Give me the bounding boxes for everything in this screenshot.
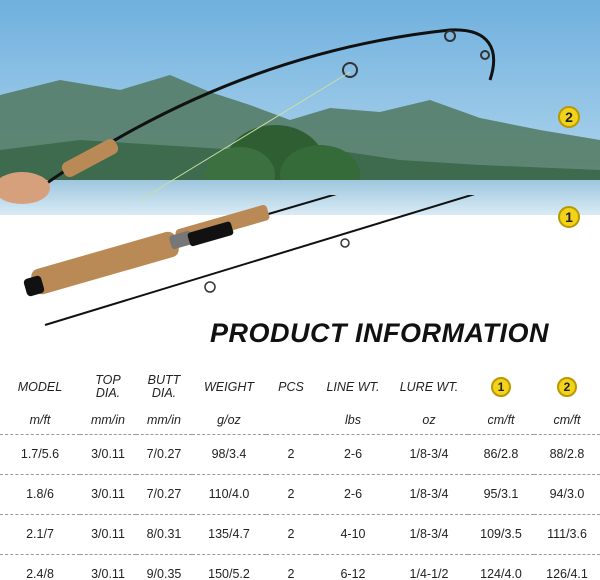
table-cell: 2.1/7 bbox=[0, 514, 80, 555]
table-cell: 4-10 bbox=[316, 514, 390, 555]
table-cell: 3/0.11 bbox=[80, 514, 136, 555]
table-cell: 135/4.7 bbox=[192, 514, 266, 555]
table-cell: 88/2.8 bbox=[534, 434, 600, 475]
table-cell: 1/8-3/4 bbox=[390, 514, 468, 555]
column-unit: cm/ft bbox=[468, 406, 534, 435]
column-unit: mm/in bbox=[136, 406, 192, 435]
column-unit: mm/in bbox=[80, 406, 136, 435]
table-cell: 110/4.0 bbox=[192, 474, 266, 515]
column-header: LINE WT. bbox=[326, 379, 380, 394]
column-header: 2 bbox=[534, 368, 600, 406]
table-cell: 2-6 bbox=[316, 474, 390, 515]
table-cell: 2.4/8 bbox=[26, 567, 54, 580]
column-unit: g/oz bbox=[192, 406, 266, 435]
table-cell: 1/8-3/4 bbox=[390, 474, 468, 515]
table-cell: 1/8-3/4 bbox=[390, 434, 468, 475]
table-cell: 2 bbox=[266, 474, 316, 515]
table-cell: 1/4-1/2 bbox=[409, 567, 449, 580]
product-information-title: PRODUCT INFORMATION bbox=[210, 318, 549, 348]
section-badge-icon: 2 bbox=[557, 377, 577, 397]
table-cell: 2-6 bbox=[316, 434, 390, 475]
table-cell: 94/3.0 bbox=[534, 474, 600, 515]
table-cell: 150/5.2 bbox=[208, 567, 250, 580]
table-cell: 2 bbox=[266, 434, 316, 475]
column-header: 1 bbox=[468, 368, 534, 406]
fishing-scene-image bbox=[0, 0, 600, 215]
column-header: MODEL bbox=[17, 379, 63, 394]
column-unit: m/ft bbox=[0, 406, 80, 435]
table-cell: 7/0.27 bbox=[136, 474, 192, 515]
rod-section-badge-1: 1 bbox=[558, 206, 580, 228]
table-cell: 2 bbox=[266, 514, 316, 555]
column-header: WEIGHT bbox=[204, 379, 254, 394]
table-cell: 3/0.11 bbox=[80, 474, 136, 515]
table-cell: 111/3.6 bbox=[534, 514, 600, 555]
table-cell: 2 bbox=[287, 567, 295, 580]
table-cell: 7/0.27 bbox=[136, 434, 192, 475]
table-row: 2.4/8 3/0.11 9/0.35 150/5.2 2 6-12 1/4-1/2 124/… bbox=[0, 554, 600, 580]
table-cell: 86/2.8 bbox=[468, 434, 534, 475]
table-cell: 8/0.31 bbox=[136, 514, 192, 555]
table-cell: 95/3.1 bbox=[468, 474, 534, 515]
column-unit bbox=[266, 406, 316, 435]
table-cell: 124/4.0 bbox=[480, 567, 522, 580]
table-cell: 1.7/5.6 bbox=[0, 434, 80, 475]
table-cell: 3/0.11 bbox=[91, 567, 125, 580]
column-unit: oz bbox=[390, 406, 468, 435]
column-unit: cm/ft bbox=[534, 406, 600, 435]
table-cell: 3/0.11 bbox=[80, 434, 136, 475]
table-cell: 6-12 bbox=[340, 567, 366, 580]
column-header: PCS bbox=[278, 379, 304, 394]
section-badge-icon: 1 bbox=[491, 377, 511, 397]
table-cell: 109/3.5 bbox=[468, 514, 534, 555]
hero-photo bbox=[0, 0, 600, 215]
table-cell: 126/4.1 bbox=[546, 567, 588, 580]
table-cell: 1.8/6 bbox=[0, 474, 80, 515]
rod-section-badge-2: 2 bbox=[558, 106, 580, 128]
table-cell: 9/0.35 bbox=[146, 567, 182, 580]
column-unit: lbs bbox=[316, 406, 390, 435]
column-header: LURE WT. bbox=[399, 379, 459, 394]
table-cell: 98/3.4 bbox=[192, 434, 266, 475]
